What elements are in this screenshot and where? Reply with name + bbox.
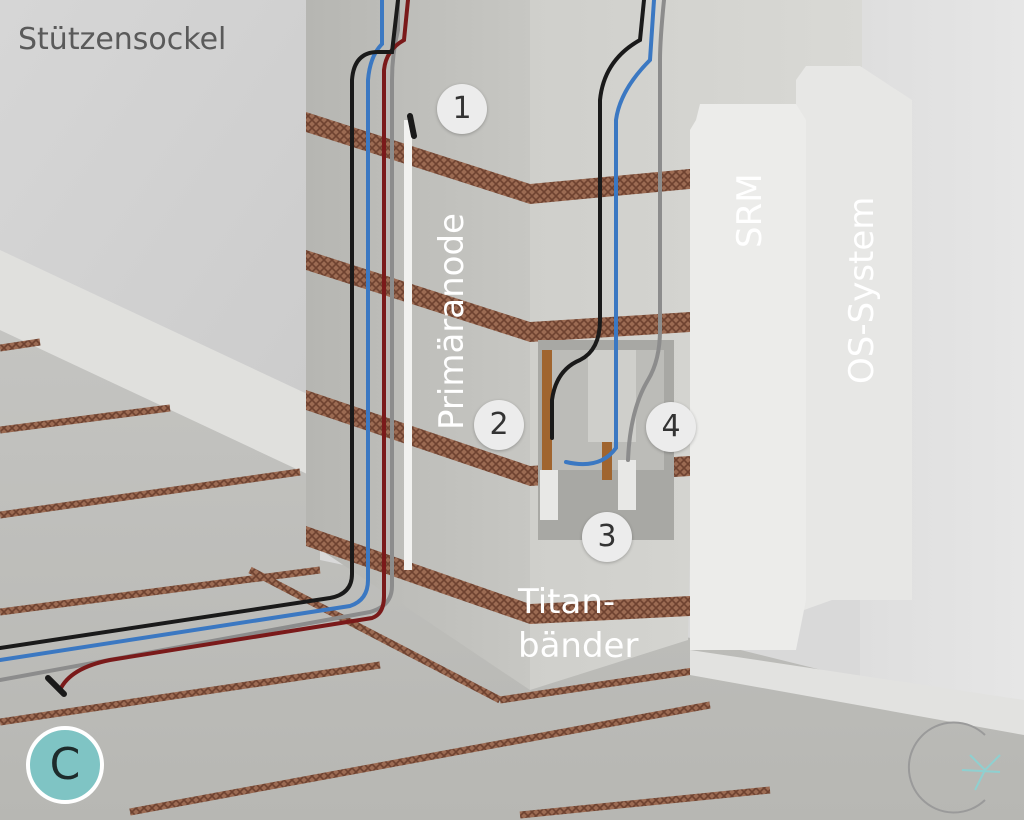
cable-blue-recess <box>564 0 656 467</box>
label-os-system: OS-System <box>842 196 882 384</box>
label-srm: SRM <box>730 173 770 248</box>
srm-panel <box>690 104 806 650</box>
anode-tube-1 <box>540 470 558 520</box>
cable-grey-recess <box>626 0 666 462</box>
label-titanbaender: Titan- bänder <box>518 580 638 668</box>
callout-3: 3 <box>582 512 632 562</box>
base-strip <box>0 250 320 480</box>
cable-black <box>0 0 400 650</box>
floor-mesh-strips <box>0 338 771 819</box>
cable-stub <box>407 113 417 139</box>
callout-4: 4 <box>646 402 696 452</box>
label-titan-line1: Titan- <box>518 582 616 622</box>
floor <box>0 330 1024 820</box>
diagram-title: Stützensockel <box>18 22 227 57</box>
recess-wood-left <box>542 350 552 470</box>
recess-inner-block <box>588 350 636 442</box>
callout-2: 2 <box>474 400 524 450</box>
column-mesh-bands <box>306 112 700 624</box>
cable-black-recess <box>550 0 646 440</box>
callout-1: 1 <box>437 84 487 134</box>
corner-logo-icon <box>907 721 1001 814</box>
recess-wood-right <box>602 440 612 480</box>
anode-tube-2 <box>618 460 636 510</box>
primary-anode-rod <box>404 120 412 570</box>
os-system-panel <box>796 66 912 610</box>
cable-end <box>45 675 67 697</box>
cable-grey <box>0 0 400 682</box>
cables <box>0 0 666 697</box>
srm-base <box>690 650 1024 735</box>
label-primaranode: Primäranode <box>432 213 472 430</box>
section-badge: C <box>26 726 104 804</box>
label-titan-line2: bänder <box>518 626 639 666</box>
